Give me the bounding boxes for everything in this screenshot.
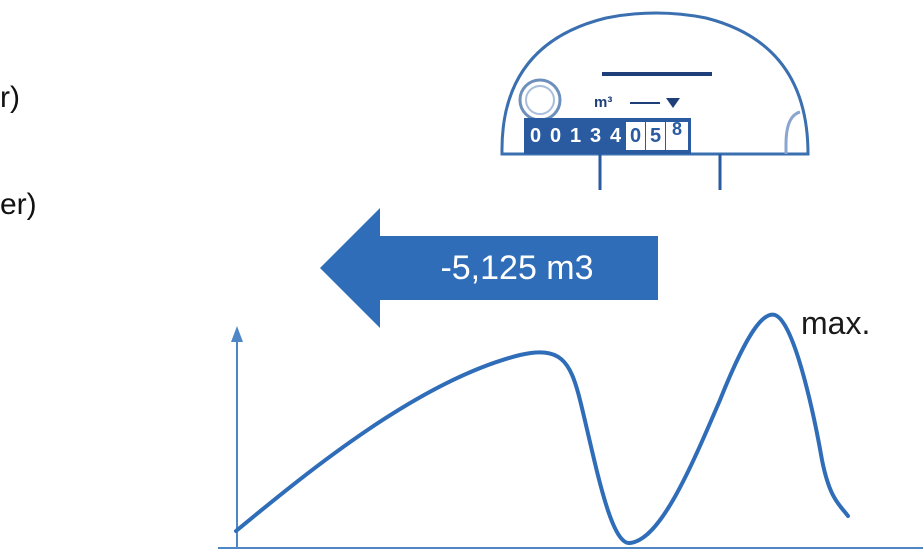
text-fragment-2: er) [0, 188, 37, 221]
meter-digit-rolling: 8 [666, 122, 688, 150]
meter-digit: 4 [609, 125, 622, 147]
water-meter-illustration: m³ 0 0 1 3 4 0 5 8 [496, 4, 816, 194]
triangle-down-icon [666, 98, 680, 108]
meter-digit-fraction: 5 [646, 122, 665, 150]
meter-top-bar [602, 72, 712, 76]
meter-digit: 3 [589, 125, 602, 147]
left-arrow-icon [320, 208, 658, 328]
arrow-shape [320, 208, 658, 328]
meter-digit: 1 [569, 125, 582, 147]
flow-curve [234, 312, 850, 545]
text-fragment-1: r) [0, 81, 20, 114]
meter-digit-fraction: 0 [626, 122, 645, 150]
peak-label: max. [801, 305, 871, 341]
meter-unit-label: m³ [594, 94, 613, 111]
arrow-value-label: -5,125 m3 [440, 249, 594, 287]
meter-knob-inner [525, 85, 555, 115]
meter-digit: 0 [549, 125, 562, 147]
y-axis-arrow-icon [231, 326, 243, 342]
meter-digit: 0 [529, 125, 542, 147]
meter-curl [784, 110, 801, 154]
meter-counter: 0 0 1 3 4 0 5 8 [524, 118, 691, 154]
